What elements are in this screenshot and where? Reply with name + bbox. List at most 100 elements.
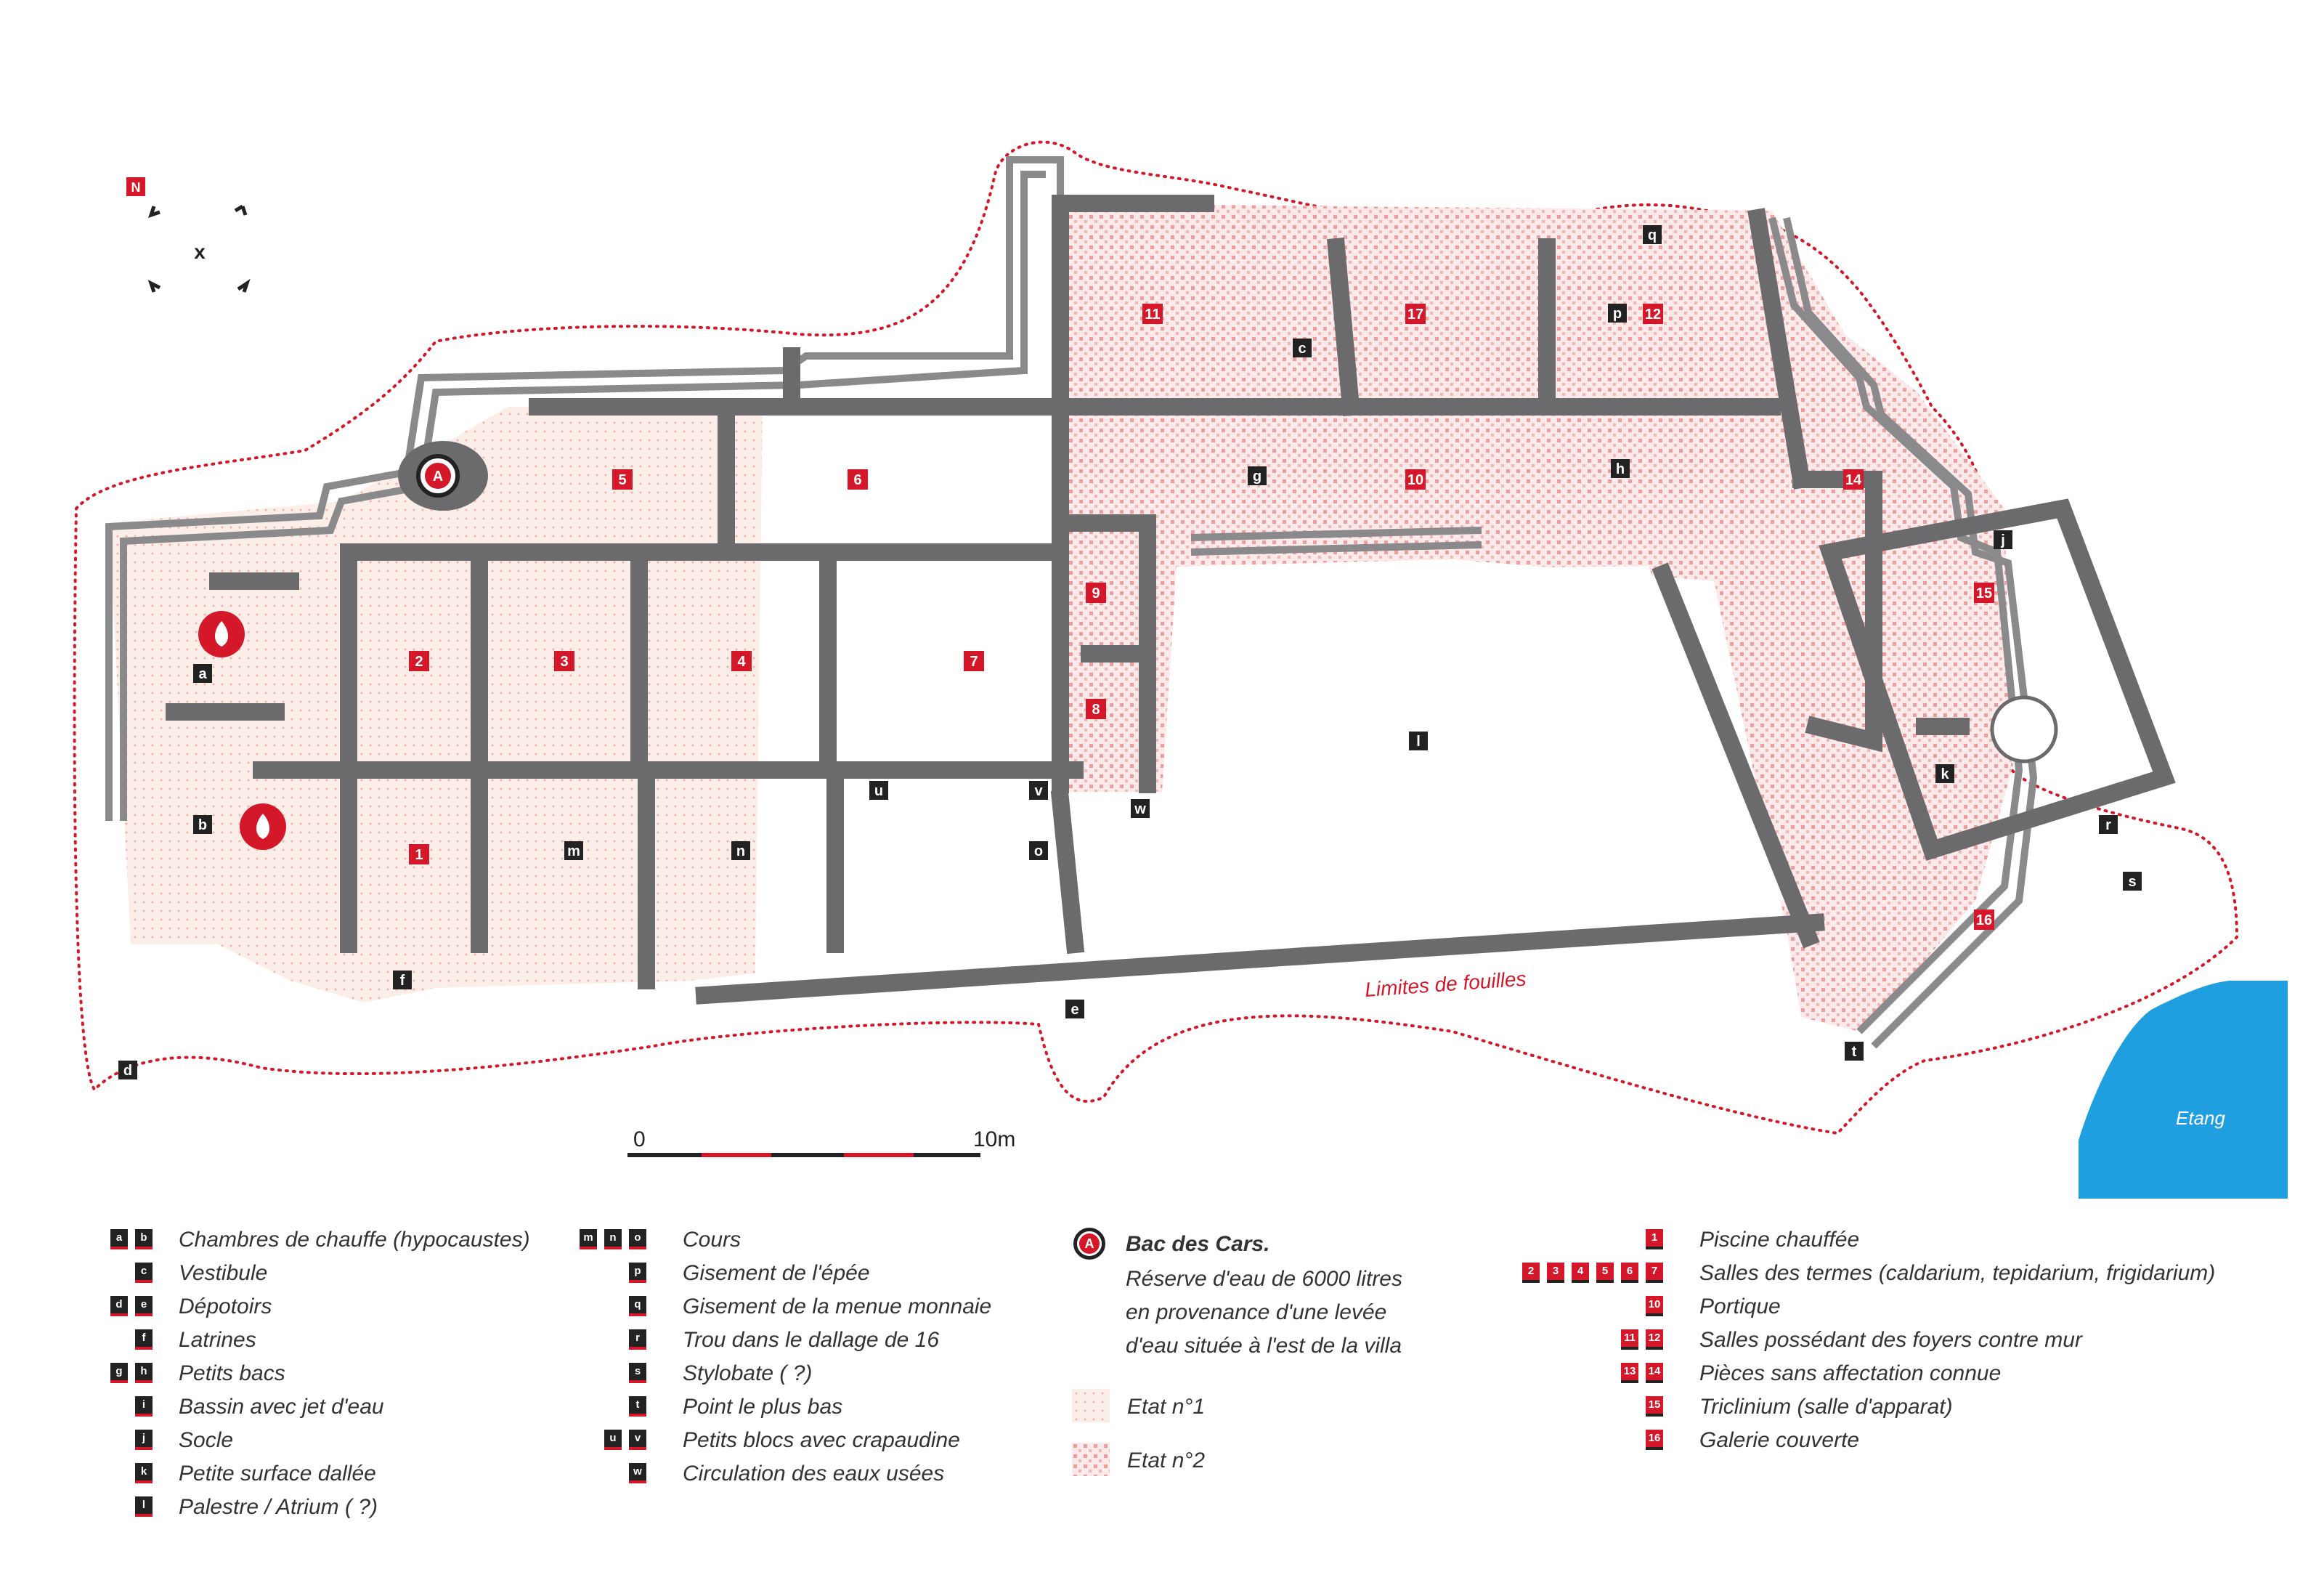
legend-key-10: 10: [1646, 1296, 1663, 1316]
legend-key-b: b: [135, 1229, 153, 1249]
svg-text:2: 2: [415, 654, 423, 670]
legend-text: Socle: [179, 1428, 234, 1452]
legend-text: Trou dans le dallage de 16: [683, 1328, 940, 1352]
svg-text:p: p: [1613, 306, 1622, 322]
letter-label-p: p: [1608, 304, 1627, 323]
legend-text: Salles possédant des foyers contre mur: [1699, 1328, 2082, 1352]
legend-text: Palestre / Atrium ( ?): [179, 1495, 378, 1519]
room-label-6: 6: [848, 469, 868, 490]
svg-text:14: 14: [1845, 472, 1862, 488]
legend-key-14: 14: [1646, 1363, 1663, 1383]
room-label-11: 11: [1142, 304, 1163, 324]
legend-key-5: 5: [1596, 1263, 1614, 1283]
legend-text: Petits bacs: [179, 1361, 285, 1385]
svg-text:4: 4: [737, 654, 746, 670]
legend-key-g: g: [110, 1363, 128, 1383]
room-label-7: 7: [964, 651, 984, 671]
room-label-14: 14: [1843, 469, 1864, 490]
room-label-4: 4: [731, 651, 752, 671]
room-label-12: 12: [1643, 304, 1663, 324]
legend-key-2: 2: [1522, 1263, 1540, 1283]
site-plan: 11 17 12 5 6 10 14 9 15 2 3 4 7 8 1 16 1…: [73, 140, 2288, 1199]
legend-text: Cours: [683, 1228, 742, 1252]
legend-key-v: v: [629, 1430, 646, 1450]
svg-text:d: d: [123, 1063, 132, 1079]
legend-text: Gisement de la menue monnaie: [683, 1295, 992, 1318]
legend-text: Petite surface dallée: [179, 1462, 376, 1486]
bac-des-cars-marker: A: [398, 441, 488, 511]
letter-label-o-east: o: [1029, 841, 1048, 860]
hypocaust-fire-icon-a: [198, 611, 245, 657]
svg-text:s: s: [2128, 874, 2136, 890]
svg-text:r: r: [2105, 817, 2111, 833]
legend-text: Galerie couverte: [1699, 1428, 1860, 1452]
svg-text:w: w: [1134, 801, 1146, 817]
letter-label-d: d: [118, 1061, 137, 1079]
legend-text: Dépotoirs: [179, 1295, 272, 1318]
letter-label-f: f: [393, 971, 412, 989]
legend-text: Latrines: [179, 1328, 256, 1352]
legend-key-f: f: [135, 1329, 153, 1350]
letter-label-w: w: [1131, 799, 1150, 818]
room-label-15: 15: [1974, 583, 1994, 603]
legend-key-11: 11: [1621, 1329, 1638, 1350]
legend-key-a: a: [110, 1229, 128, 1249]
legend-key-w: w: [629, 1463, 646, 1483]
legend-key-3: 3: [1547, 1263, 1564, 1283]
svg-text:v: v: [1034, 783, 1043, 799]
letter-label-c: c: [1293, 339, 1312, 357]
room-label-1: 1: [409, 844, 429, 864]
svg-text:j: j: [2000, 532, 2005, 548]
room-label-16: 16: [1974, 909, 1994, 930]
svg-text:l: l: [1416, 734, 1421, 750]
svg-text:b: b: [198, 817, 207, 833]
room-label-10: 10: [1405, 469, 1426, 490]
legend-key-i: i: [135, 1396, 153, 1417]
letter-label-b: b: [193, 815, 212, 834]
letter-label-r: r: [2099, 815, 2118, 834]
legend-key-1: 1: [1646, 1229, 1663, 1249]
letter-label-g: g: [1248, 466, 1267, 485]
letter-label-s: s: [2123, 872, 2142, 891]
legend-key-h: h: [135, 1363, 153, 1383]
svg-text:h: h: [1616, 461, 1625, 477]
room-label-2: 2: [409, 651, 429, 671]
legend-text: Point le plus bas: [683, 1395, 843, 1419]
legend-key-l: l: [135, 1496, 153, 1517]
svg-text:12: 12: [1645, 307, 1661, 323]
svg-text:a: a: [198, 666, 207, 682]
svg-text:c: c: [1298, 341, 1306, 357]
bac-des-cars-line-2: en provenance d'une levée: [1126, 1300, 1387, 1324]
legend-text: Chambres de chauffe (hypocaustes): [179, 1228, 530, 1252]
svg-text:g: g: [1253, 469, 1261, 485]
state1-label: Etat n°1: [1127, 1395, 1206, 1419]
svg-text:q: q: [1648, 227, 1657, 243]
svg-text:8: 8: [1092, 702, 1100, 718]
legend-key-4: 4: [1572, 1263, 1589, 1283]
legend-key-r: r: [629, 1329, 646, 1350]
letter-label-k: k: [1935, 764, 1954, 783]
courtyard-i: [1191, 567, 1787, 908]
svg-text:u: u: [874, 783, 883, 799]
legend-text: Portique: [1699, 1295, 1781, 1318]
letter-label-m: m: [564, 841, 583, 860]
excavation-limit-label: Limites de fouilles: [1364, 968, 1527, 1001]
letter-label-j: j: [1994, 530, 2012, 549]
legend-text: Gisement de l'épée: [683, 1261, 870, 1285]
legend-text: Vestibule: [179, 1261, 268, 1285]
svg-text:1: 1: [415, 847, 423, 863]
legend-text: Stylobate ( ?): [683, 1361, 813, 1385]
pond-label: Etang: [2176, 1107, 2225, 1129]
letter-label-t: t: [1845, 1042, 1864, 1061]
legend-text: Salles des termes (caldarium, tepidarium…: [1699, 1261, 2216, 1285]
svg-text:e: e: [1070, 1002, 1078, 1018]
letter-label-u: u: [869, 781, 888, 800]
legend-key-7: 7: [1646, 1263, 1663, 1283]
svg-text:x: x: [194, 240, 206, 263]
bac-des-cars-legend-icon: A: [1073, 1228, 1105, 1260]
legend-key-m: m: [580, 1229, 597, 1249]
letter-label-e: e: [1065, 1000, 1084, 1018]
letter-label-l: l: [1409, 732, 1428, 750]
state2-swatch: [1072, 1443, 1110, 1476]
svg-text:0: 0: [633, 1127, 646, 1151]
